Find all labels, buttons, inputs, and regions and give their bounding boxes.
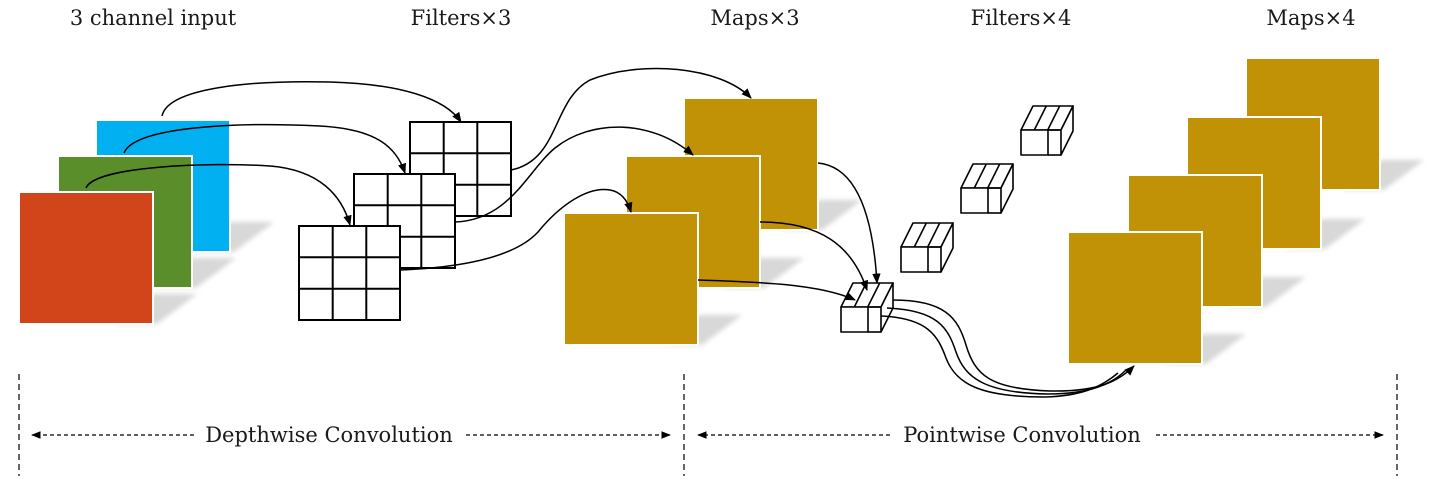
- depthwise-maps: [563, 97, 862, 346]
- depthwise-convolution-label: Depthwise Convolution: [205, 423, 453, 447]
- section-dividers: [18, 374, 1398, 476]
- depthwise-filters: [298, 121, 512, 321]
- arrow-filter-to-map-1: [399, 188, 633, 271]
- input-channel-red: [18, 191, 154, 325]
- depthwise-maps-label: Maps×3: [710, 6, 799, 30]
- arrow-map-1-to-kernel: [697, 279, 856, 301]
- pointwise-filter-2: [900, 222, 954, 273]
- depthwise-filter-1: [298, 225, 401, 321]
- arrow-kernel-to-output-line-3: [880, 315, 1119, 398]
- arrow-filter-to-map-3: [510, 67, 752, 171]
- pointwise-maps: [1067, 57, 1424, 365]
- arrow-red-to-filter: [85, 163, 352, 227]
- pointwise-filter-1: [840, 282, 894, 333]
- connector-arrows: [85, 67, 1135, 398]
- input-channels: [18, 119, 274, 325]
- arrow-filter-to-map-2: [454, 126, 694, 223]
- pointwise-filters-label: Filters×4: [971, 6, 1072, 30]
- pointwise-maps-label: Maps×4: [1266, 6, 1355, 30]
- pointwise-convolution-label: Pointwise Convolution: [903, 423, 1140, 447]
- pointwise-filters: [840, 105, 1074, 333]
- input-label: 3 channel input: [70, 6, 237, 30]
- depthwise-map-1: [563, 212, 699, 346]
- pointwise-filter-3: [960, 163, 1014, 214]
- arrow-blue-to-filter: [161, 80, 462, 123]
- arrow-map-2-to-kernel: [759, 221, 868, 291]
- pointwise-map-1: [1067, 231, 1203, 365]
- pointwise-filter-4: [1020, 105, 1074, 156]
- arrow-map-3-to-kernel: [817, 162, 881, 285]
- depthwise-filters-label: Filters×3: [411, 6, 512, 30]
- arrow-green-to-filter: [123, 123, 406, 174]
